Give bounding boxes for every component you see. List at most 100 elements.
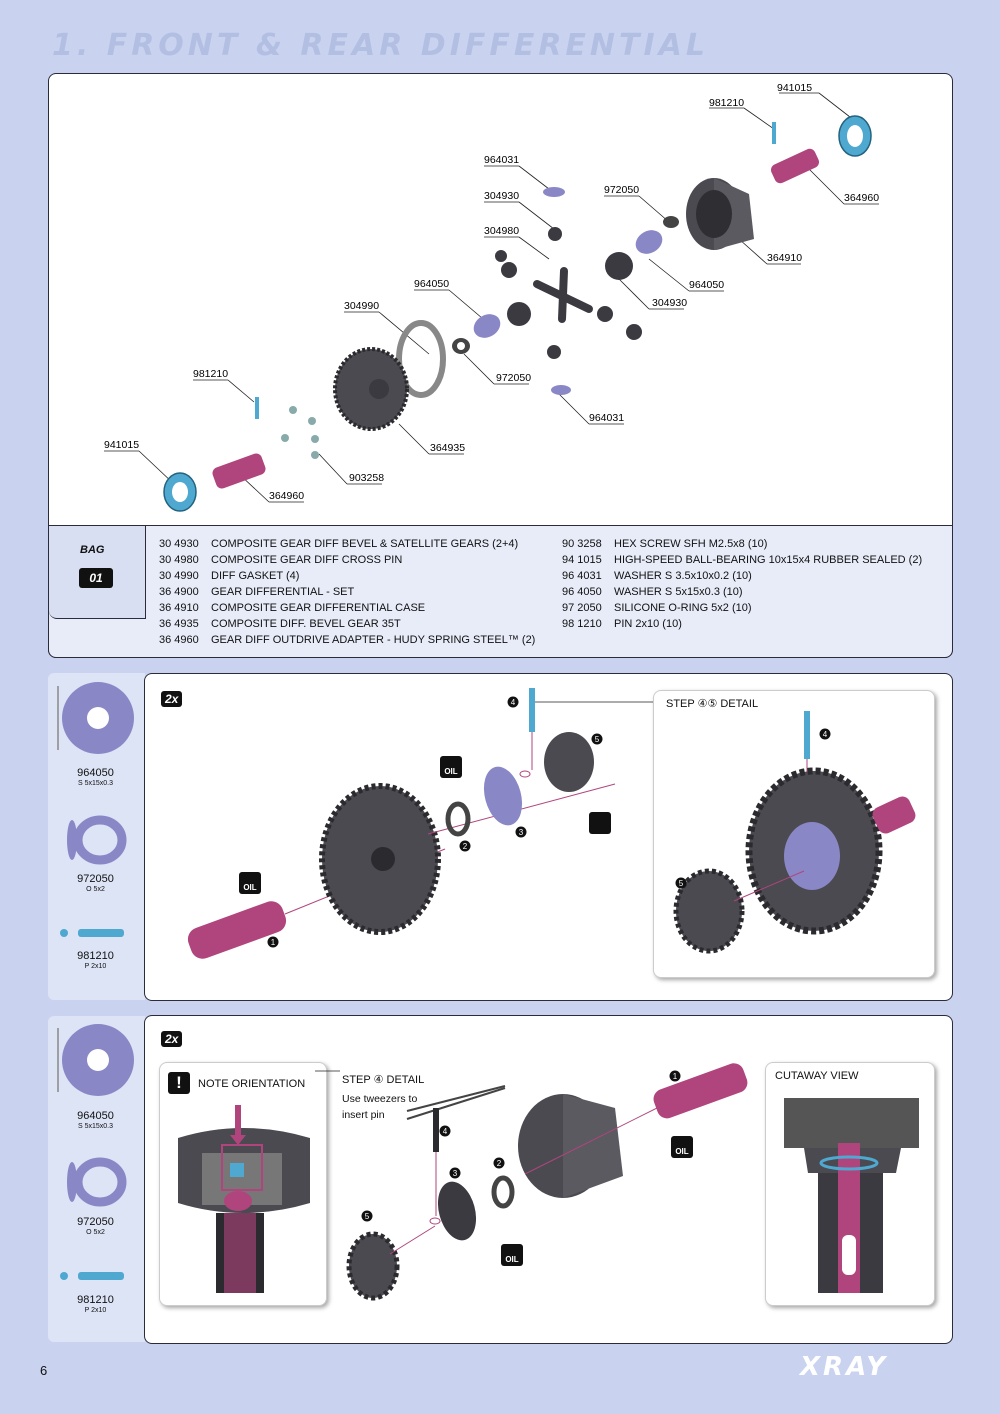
bag-box: BAG 01: [49, 526, 146, 619]
part-code: 36 4935: [159, 618, 199, 630]
parts-list-left: 30 4930 COMPOSITE GEAR DIFF BEVEL & SATEL…: [159, 536, 535, 648]
part-row: 30 4930 COMPOSITE GEAR DIFF BEVEL & SATEL…: [159, 536, 535, 552]
part-desc: GEAR DIFFERENTIAL - SET: [211, 586, 355, 598]
part-desc: HEX SCREW SFH M2.5x8 (10): [614, 538, 768, 550]
step-number: 5: [595, 735, 600, 744]
part-desc: WASHER S 3.5x10x0.2 (10): [614, 570, 752, 582]
diagram-label: 964050: [689, 279, 724, 291]
part-desc: GEAR DIFF OUTDRIVE ADAPTER - HUDY SPRING…: [211, 634, 536, 646]
bag-number: 01: [79, 568, 113, 588]
step2-diagram: OIL OIL 1 2 3 4 5: [315, 1063, 748, 1301]
step-number: 2: [497, 1159, 502, 1168]
bag-label: BAG: [80, 544, 105, 556]
part-spec: O 5x2: [86, 1229, 105, 1236]
part-spec: S 5x15x0.3: [77, 780, 114, 787]
outdrive-bottom: [212, 453, 266, 489]
cutaway-view-label: CUTAWAY VIEW: [775, 1070, 859, 1082]
bearing-bottom: [163, 472, 197, 512]
step1-parts-icons: [57, 682, 134, 937]
step1-diagram: OIL OIL 1 2 3 4 5: [187, 688, 657, 959]
step1-outdrive: [187, 901, 287, 959]
part-row: 36 4935 COMPOSITE DIFF. BEVEL GEAR 35T: [159, 616, 535, 632]
step1-pin: [529, 688, 535, 732]
diagram-label: 903258: [349, 472, 384, 484]
step-number: 1: [673, 1072, 678, 1081]
diagram-label: 964031: [484, 154, 519, 166]
diagram-label: 364935: [430, 442, 465, 454]
diagram-label: 981210: [709, 97, 744, 109]
oil-icon: [671, 1136, 693, 1158]
step1-detail-box: STEP ④⑤ DETAIL 4 5: [653, 690, 935, 978]
part-code: 97 2050: [562, 602, 602, 614]
cross-pin: [533, 267, 593, 323]
page-title: 1. FRONT & REAR DIFFERENTIAL: [52, 28, 709, 63]
step-number: 3: [519, 828, 524, 837]
part-code: 36 4960: [159, 634, 199, 646]
bevel-gear-35t: [333, 347, 409, 431]
diagram-label: 364960: [269, 490, 304, 502]
part-code: 36 4900: [159, 586, 199, 598]
grease-icon: [589, 812, 611, 834]
part-desc: COMPOSITE DIFF. BEVEL GEAR 35T: [211, 618, 401, 630]
part-code: 30 4930: [159, 538, 199, 550]
diagram-label: 972050: [604, 184, 639, 196]
step2-detail-title: STEP ④ DETAIL: [342, 1074, 425, 1086]
diagram-label: 964050: [414, 278, 449, 290]
part-desc: DIFF GASKET (4): [211, 570, 300, 582]
step-number: 2: [463, 842, 468, 851]
part-spec: P 2x10: [84, 963, 107, 970]
multiplier-badge: 2x: [161, 1031, 183, 1047]
step2-parts-icons: [57, 1024, 134, 1280]
part-code: 94 1015: [562, 554, 602, 566]
part-code: 90 3258: [562, 538, 602, 550]
o-ring-top: [663, 216, 679, 228]
outdrive-top: [770, 148, 820, 184]
part-desc: COMPOSITE GEAR DIFF BEVEL & SATELLITE GE…: [211, 538, 519, 550]
multiplier-badge: 2x: [161, 691, 183, 707]
diagram-label: 941015: [104, 439, 139, 451]
oil-label: OIL: [675, 1147, 688, 1156]
washer-top: [635, 230, 663, 254]
part-desc: COMPOSITE GEAR DIFFERENTIAL CASE: [211, 602, 426, 614]
part-spec: O 5x2: [86, 886, 105, 893]
step1-detail-diagram: 4 5: [673, 711, 916, 954]
step-number: 4: [443, 1127, 448, 1136]
step2-diff-case: [518, 1094, 623, 1198]
part-row: 94 1015 HIGH-SPEED BALL-BEARING 10x15x4 R…: [562, 552, 922, 568]
step2-outdrive: [653, 1063, 748, 1119]
part-code: 972050: [77, 873, 114, 885]
page-number: 6: [40, 1363, 48, 1378]
parts-list-right: 90 3258 HEX SCREW SFH M2.5x8 (10) 94 1015…: [562, 536, 922, 632]
diagram-label: 981210: [193, 368, 228, 380]
part-code: 96 4050: [562, 586, 602, 598]
oil-label: OIL: [505, 1255, 518, 1264]
diagram-label: 364960: [844, 192, 879, 204]
part-code: 981210: [77, 950, 114, 962]
diagram-label: 304930: [484, 190, 519, 202]
step-number: 5: [365, 1212, 370, 1221]
step-number: 4: [823, 730, 828, 739]
part-desc: HIGH-SPEED BALL-BEARING 10x15x4 RUBBER S…: [614, 554, 923, 566]
part-code: 98 1210: [562, 618, 602, 630]
part-code: 972050: [77, 1216, 114, 1228]
step-number: 1: [271, 938, 276, 947]
diagram-label: 304930: [652, 297, 687, 309]
part-row: 36 4900 GEAR DIFFERENTIAL - SET: [159, 584, 535, 600]
step2-detail-text: Use tweezers to insert pin: [342, 1093, 418, 1121]
brand-logo: XRAY: [800, 1352, 889, 1382]
step1-panel: 2x OIL OIL 1 2 3 4 5 STEP ④⑤ DETAIL: [144, 673, 953, 1001]
part-desc: COMPOSITE GEAR DIFF CROSS PIN: [211, 554, 403, 566]
note-orientation-box: ! NOTE ORIENTATION: [159, 1062, 327, 1306]
bearing-top: [838, 115, 872, 157]
diagram-label: 304990: [344, 300, 379, 312]
part-desc: SILICONE O-RING 5x2 (10): [614, 602, 752, 614]
note-orientation-label: NOTE ORIENTATION: [198, 1078, 306, 1090]
diagram-label: 364910: [767, 252, 802, 264]
step1-bevel-gear: [319, 783, 441, 935]
